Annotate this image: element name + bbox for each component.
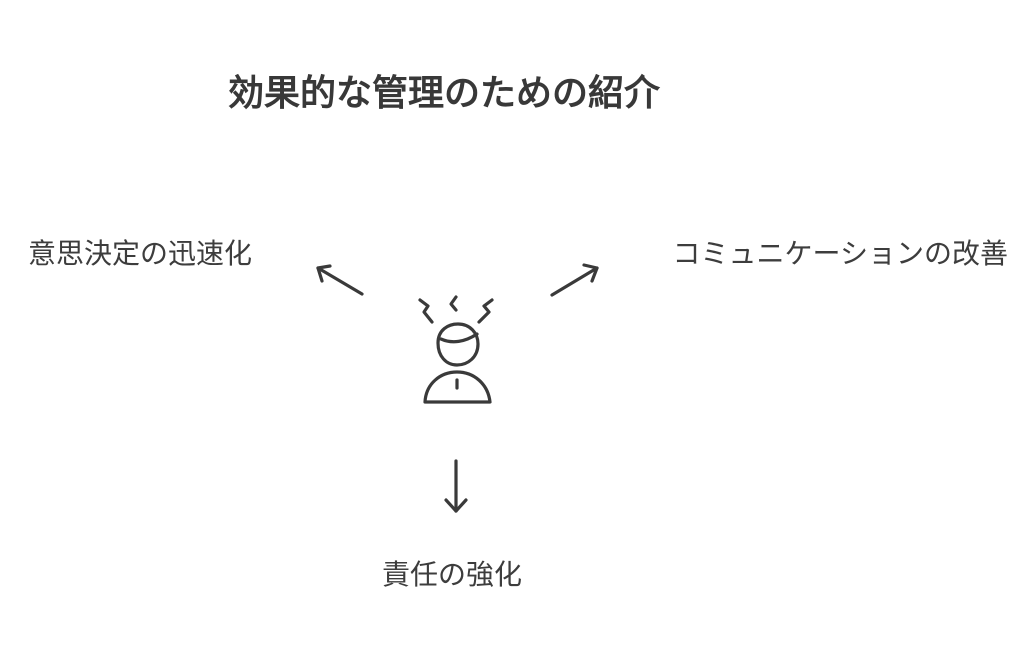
arrow-down bbox=[444, 459, 468, 513]
stress-mark-left bbox=[418, 298, 434, 324]
person-head bbox=[436, 322, 480, 367]
arrow-left bbox=[316, 264, 364, 296]
person-body bbox=[423, 370, 492, 404]
node-label-bottom: 責任の強化 bbox=[382, 558, 523, 591]
stress-mark-center bbox=[449, 295, 458, 312]
node-label-right: コミュニケーションの改善 bbox=[672, 237, 1008, 270]
diagram-title: 効果的な管理のための紹介 bbox=[228, 73, 661, 114]
stress-mark-right bbox=[477, 298, 494, 324]
person-hair bbox=[439, 332, 479, 344]
stressed-person-icon bbox=[418, 295, 494, 404]
node-label-left: 意思決定の迅速化 bbox=[28, 237, 253, 270]
arrow-right bbox=[550, 263, 599, 297]
